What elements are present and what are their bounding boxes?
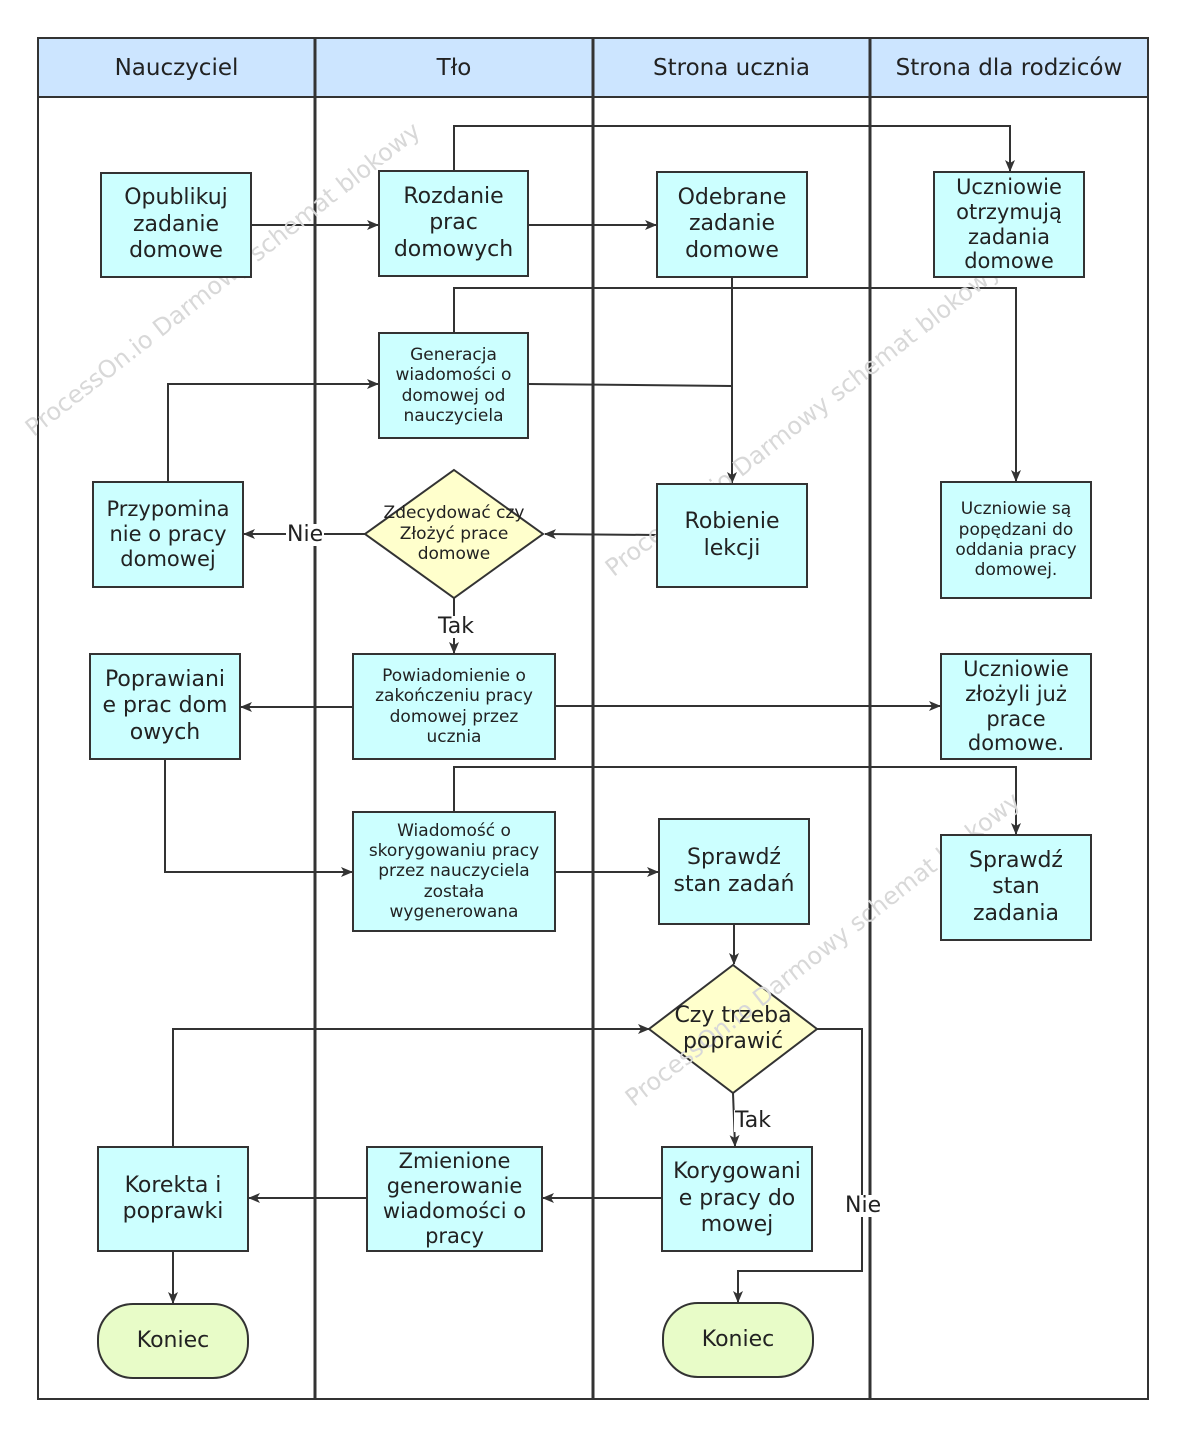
node-popedzani[interactable]: Uczniowie są popędzani do oddania pracy …: [940, 481, 1092, 599]
node-poprawianie[interactable]: Poprawianie prac domowych: [89, 653, 241, 760]
edge-robienie-zdecydowac: [544, 529, 657, 540]
edge-przypomnienie-generacja: [167, 379, 379, 481]
edge-czy-koniec: [733, 1028, 863, 1303]
node-zlozyli[interactable]: Uczniowie złożyli już prace domowe.: [940, 653, 1092, 760]
edge-label-tak-1: Tak: [437, 614, 476, 639]
node-opublikuj[interactable]: Opublikuj zadanie domowe: [100, 172, 252, 278]
edge-wiadomosc-sprawdz-zadania: [453, 766, 1021, 835]
edge-generacja-popedzani: [453, 287, 1021, 482]
node-odebrane[interactable]: Odebrane zadanie domowe: [656, 171, 808, 278]
node-zdecydowac[interactable]: Zdecydować czy Złożyć prace domowe: [383, 503, 525, 565]
node-generacja[interactable]: Generacja wiadomości o domowej od nauczy…: [378, 332, 529, 439]
node-otrzymuja[interactable]: Uczniowie otrzymują zadania domowe: [933, 171, 1085, 278]
edge-label-nie-1: Nie: [286, 522, 325, 547]
lane-header-tlo: Tło: [436, 54, 472, 81]
node-rozdanie[interactable]: Rozdanie prac domowych: [378, 170, 529, 277]
node-sprawdz-zadania[interactable]: Sprawdź stan zadania: [940, 834, 1092, 941]
node-korekta[interactable]: Korekta i poprawki: [97, 1146, 249, 1252]
edge-poprawianie-wiadomosc: [164, 760, 353, 877]
node-wiadomosc[interactable]: Wiadomość o skorygowaniu pracy przez nau…: [352, 811, 556, 932]
lane-header-strona-ucznia: Strona ucznia: [653, 54, 810, 81]
node-koniec-1[interactable]: Koniec: [97, 1303, 249, 1379]
node-czy-trzeba[interactable]: Czy trzeba poprawić: [674, 1002, 792, 1054]
node-zmienione[interactable]: Zmienione generowanie wiadomości o pracy: [366, 1146, 543, 1252]
edge-korekta-czy: [172, 1024, 650, 1146]
node-robienie[interactable]: Robienie lekcji: [656, 483, 808, 588]
edge-rozdanie-otrzymuja: [453, 125, 1015, 172]
edge-label-nie-2: Nie: [844, 1193, 883, 1218]
node-sprawdz-zadan[interactable]: Sprawdź stan zadań: [658, 818, 810, 925]
lane-header-strona-rodzicow: Strona dla rodziców: [895, 54, 1123, 81]
edge-label-tak-2: Tak: [734, 1108, 773, 1133]
node-koniec-2[interactable]: Koniec: [662, 1302, 814, 1378]
node-korygowanie[interactable]: Korygowanie pracy domowej: [661, 1146, 813, 1252]
lane-header-nauczyciel: Nauczyciel: [114, 54, 239, 81]
edge-generacja-join: [528, 383, 733, 387]
node-przypomnienie[interactable]: Przypominanie o pracy domowej: [92, 481, 244, 588]
node-powiadomienie[interactable]: Powiadomienie o zakończeniu pracy domowe…: [352, 653, 556, 760]
